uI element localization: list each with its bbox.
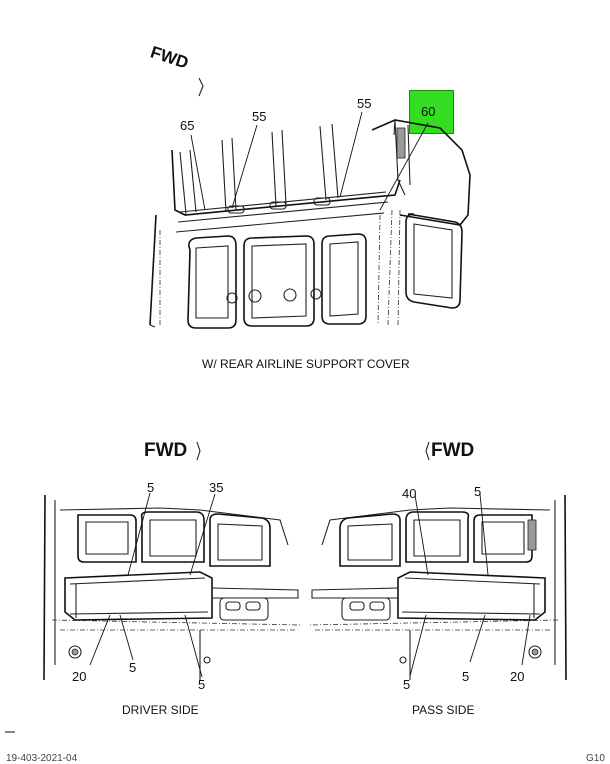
footer-doc-id: 19-403-2021-04 [6,753,78,764]
callout-pass-5-bottom: 5 [462,669,470,684]
callout-driver-20: 20 [72,669,87,684]
callout-driver-5-top: 5 [147,480,155,495]
driver-view-drawing [43,441,301,681]
callout-pass-5-top: 5 [474,484,482,499]
pass-view-drawing [309,441,567,681]
fwd-label-driver: FWD [144,440,188,461]
callout-55-right: 55 [357,96,372,111]
callout-pass-5-left: 5 [403,677,411,692]
top-view-drawing [149,77,471,329]
caption-driver: DRIVER SIDE [122,703,199,717]
callout-55-left: 55 [252,109,267,124]
callout-60: 60 [421,104,436,119]
footer-page: G10 [586,753,605,764]
callout-pass-40: 40 [402,486,417,501]
callout-driver-5-bottom: 5 [129,660,137,675]
caption-top: W/ REAR AIRLINE SUPPORT COVER [202,357,410,371]
caption-pass: PASS SIDE [412,703,475,717]
callout-driver-35: 35 [209,480,224,495]
fwd-label-pass: FWD [431,440,475,461]
callout-pass-20: 20 [510,669,525,684]
callout-65: 65 [180,118,195,133]
callout-driver-5-right: 5 [198,677,206,692]
